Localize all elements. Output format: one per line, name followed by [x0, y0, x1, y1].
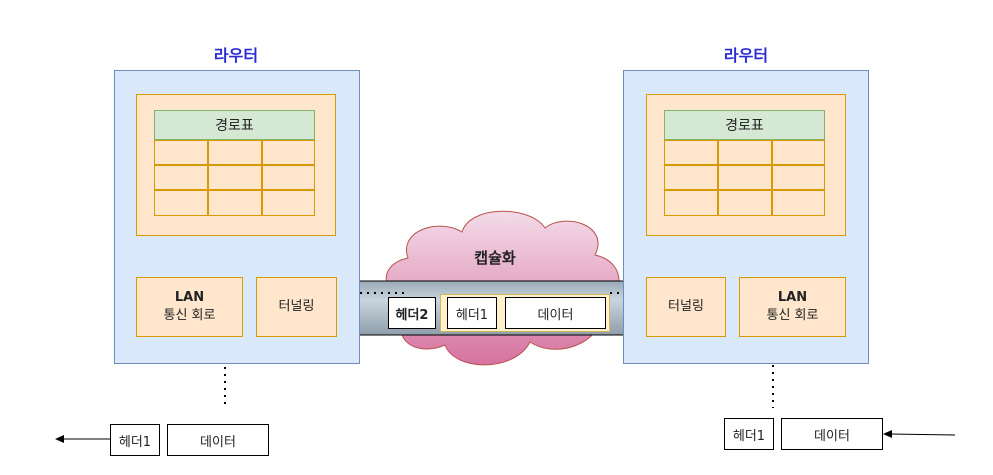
table-cell: [718, 165, 772, 190]
table-cell: [718, 140, 772, 165]
table-cell: [262, 165, 315, 190]
left-lan-label: LAN: [174, 290, 205, 305]
left-routing-table-header: 경로표: [154, 110, 315, 140]
table-cell: [154, 190, 208, 216]
header2-cell: 헤더2: [388, 297, 436, 329]
left-tunneling-box: 터널링: [256, 277, 337, 337]
table-cell: [208, 190, 262, 216]
table-cell: [154, 165, 208, 190]
left-tunneling-label: 터널링: [278, 299, 315, 314]
table-cell: [262, 190, 315, 216]
right-tunneling-label: 터널링: [668, 299, 704, 314]
right-lan-label: LAN: [777, 290, 808, 305]
left-lan-sublabel: 통신 회로: [163, 308, 216, 323]
left-lan-circuit: LAN 통신 회로: [136, 277, 243, 337]
table-cell: [664, 190, 718, 216]
table-cell: [664, 165, 718, 190]
right-lan-sublabel: 통신 회로: [766, 308, 819, 323]
right-router-title: 라우터: [723, 46, 769, 65]
incoming-arrow: [883, 430, 956, 438]
data-cell: 데이터: [505, 297, 606, 329]
right-packet-data: 데이터: [781, 418, 883, 450]
table-cell: [772, 190, 825, 216]
outgoing-arrow: [55, 435, 110, 443]
left-packet-header1: 헤더1: [110, 424, 160, 456]
encapsulation-label: 캡슐화: [474, 249, 516, 267]
table-cell: [772, 140, 825, 165]
right-routing-table-grid: [664, 140, 825, 216]
right-lan-circuit: LAN 통신 회로: [739, 277, 846, 337]
right-packet-header1: 헤더1: [724, 418, 774, 450]
table-cell: [772, 165, 825, 190]
table-cell: [208, 140, 262, 165]
table-cell: [262, 140, 315, 165]
left-packet-data: 데이터: [167, 424, 269, 456]
left-router-title: 라우터: [213, 46, 259, 65]
table-cell: [718, 190, 772, 216]
table-cell: [154, 140, 208, 165]
table-cell: [664, 140, 718, 165]
right-routing-table-header: 경로표: [664, 110, 825, 140]
header1-cell: 헤더1: [447, 297, 497, 329]
right-tunneling-box: 터널링: [646, 277, 726, 337]
table-cell: [208, 165, 262, 190]
left-routing-table-grid: [154, 140, 315, 216]
